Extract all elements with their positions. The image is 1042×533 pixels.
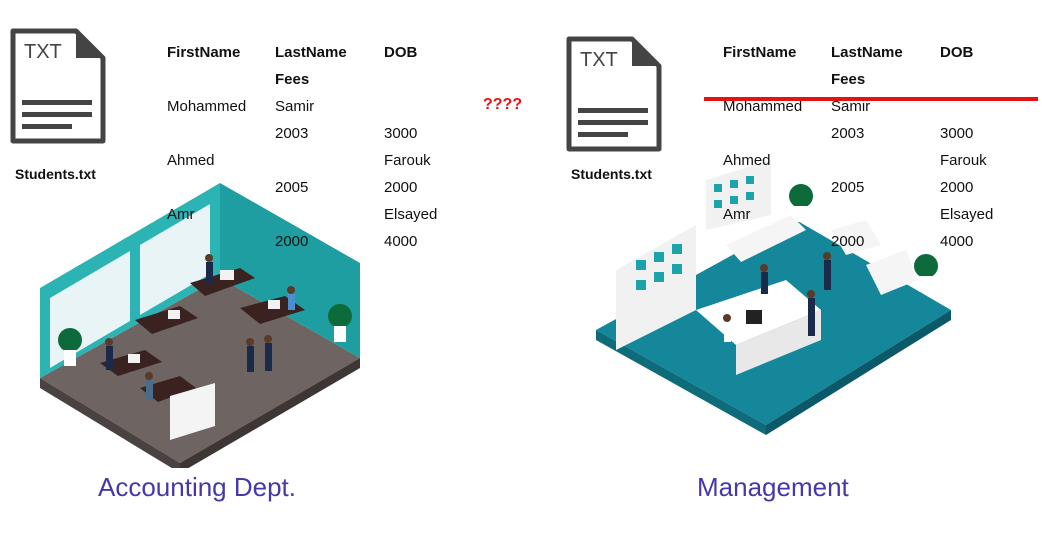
table-cell: 2000 xyxy=(940,179,974,196)
table-cell: Ahmed xyxy=(167,152,215,169)
txt-file-icon: TXT xyxy=(566,36,662,152)
header-lastname: LastName xyxy=(275,44,347,61)
table-cell: Farouk xyxy=(940,152,987,169)
table-cell: 4000 xyxy=(940,233,974,250)
table-cell: Amr xyxy=(723,206,751,223)
table-cell: 2000 xyxy=(275,233,309,250)
management-office-illustration xyxy=(596,160,951,435)
table-cell: Samir xyxy=(275,98,315,115)
table-cell: 2003 xyxy=(831,125,865,142)
file-label: Students.txt xyxy=(15,166,96,182)
table-cell: Farouk xyxy=(384,152,431,169)
header-firstname: FirstName xyxy=(167,44,241,61)
red-strike-line xyxy=(704,97,1038,101)
table-cell: Amr xyxy=(167,206,195,223)
file-type-text: TXT xyxy=(24,41,62,63)
table-cell: 3000 xyxy=(384,125,418,142)
table-cell: Mohammed xyxy=(167,98,247,115)
table-cell: 2000 xyxy=(831,233,865,250)
table-cell: 3000 xyxy=(940,125,974,142)
table-cell: Samir xyxy=(831,98,871,115)
table-cell: 2000 xyxy=(384,179,418,196)
panel-management: TXT Students.txt xyxy=(556,0,1042,533)
table-cell: 4000 xyxy=(384,233,418,250)
file-type-text: TXT xyxy=(580,49,618,71)
table-cell: Elsayed xyxy=(384,206,438,223)
accounting-office-illustration xyxy=(40,183,360,468)
table-cell: 2005 xyxy=(831,179,865,196)
table-cell: 2005 xyxy=(275,179,309,196)
header-lastname: LastName xyxy=(831,44,903,61)
header-firstname: FirstName xyxy=(723,44,797,61)
file-label: Students.txt xyxy=(571,166,652,182)
header-fees: Fees xyxy=(275,71,310,88)
table-cell: Ahmed xyxy=(723,152,771,169)
table-cell: Elsayed xyxy=(940,206,994,223)
panel-accounting: TXT Students.txt xyxy=(10,28,438,502)
dept-label: Management xyxy=(697,472,849,502)
table-cell: Mohammed xyxy=(723,98,803,115)
header-fees: Fees xyxy=(831,71,866,88)
table-cell: 2003 xyxy=(275,125,309,142)
question-marks: ???? xyxy=(483,96,523,113)
txt-file-icon: TXT xyxy=(10,28,106,144)
header-dob: DOB xyxy=(940,44,974,61)
dept-label: Accounting Dept. xyxy=(98,472,297,502)
header-dob: DOB xyxy=(384,44,418,61)
